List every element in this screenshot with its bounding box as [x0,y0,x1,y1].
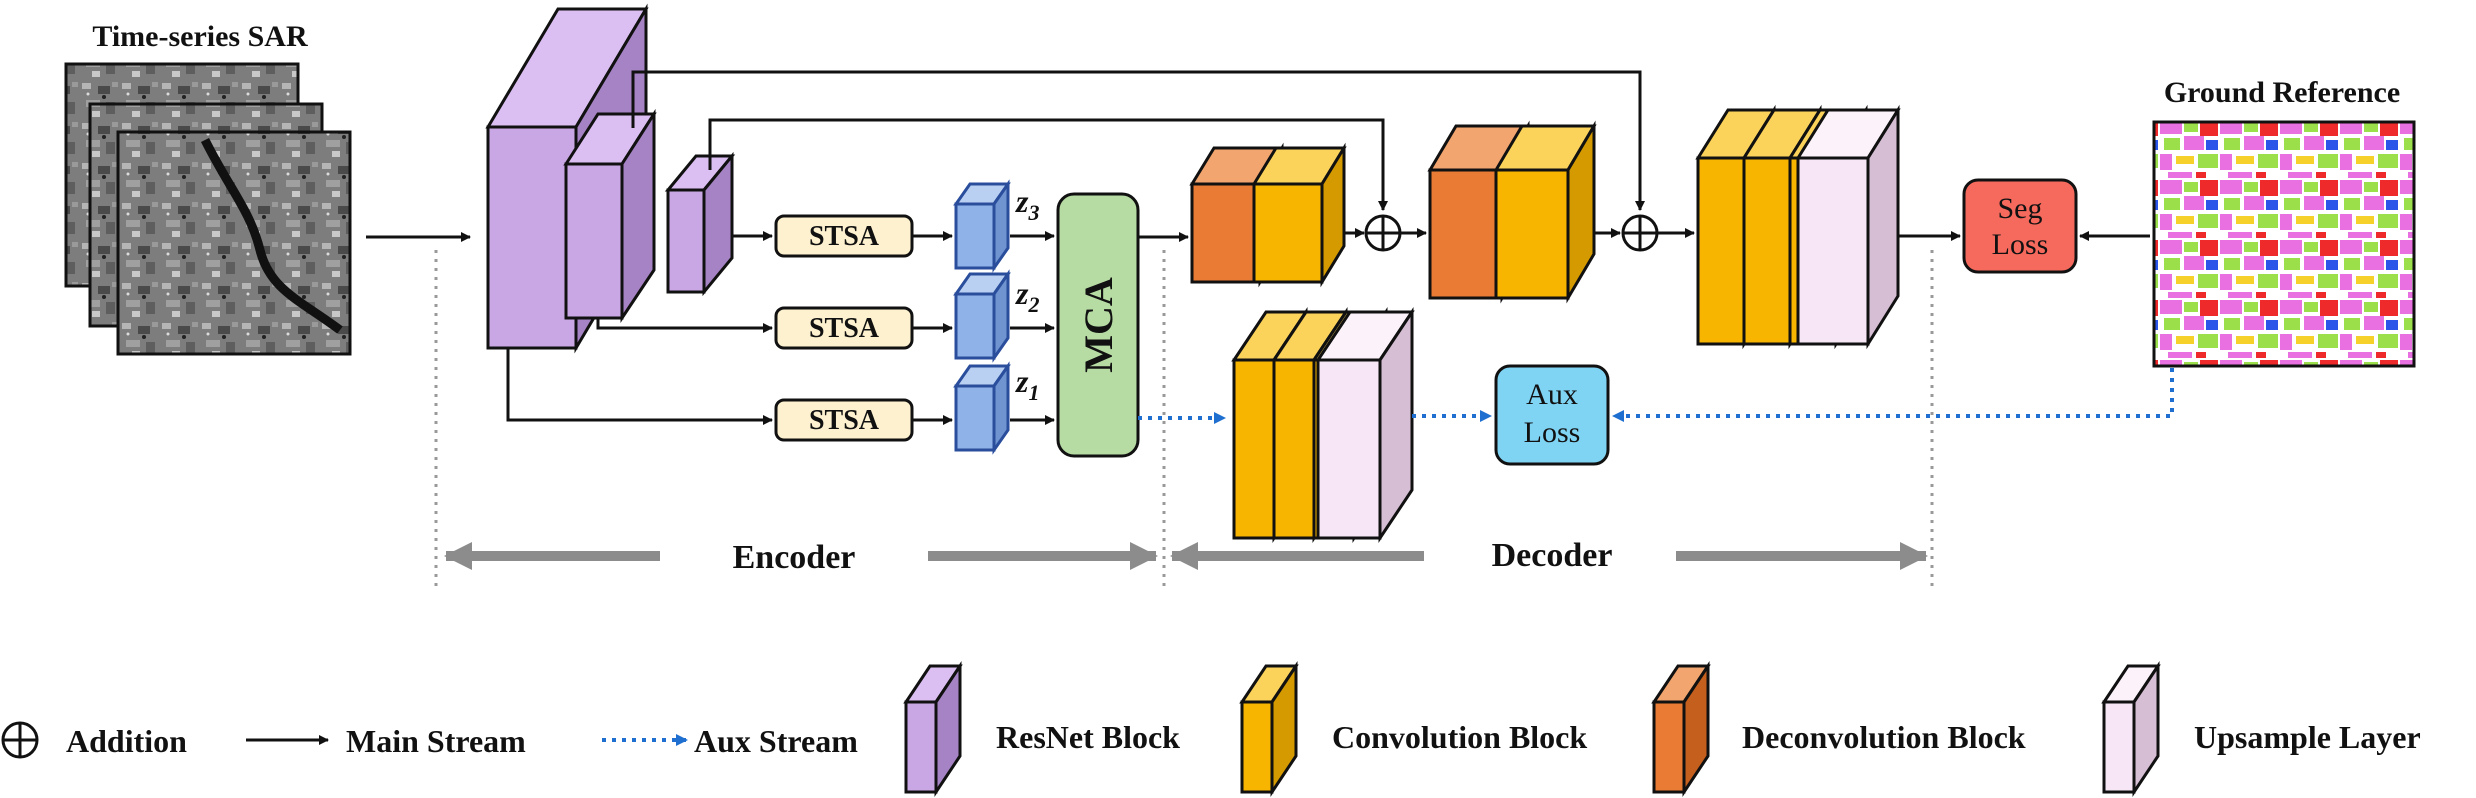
legend-addition: Addition [66,723,187,759]
legend-deconv-icon [1651,661,1711,797]
arrow-to-stsa-1 [506,348,773,425]
legend-main-stream: Main Stream [346,723,526,759]
mca-module: MCA [1056,192,1140,458]
z2-feature [953,269,1011,363]
z3-label: z3 [1015,183,1039,225]
addition-node-2 [1621,214,1659,252]
decoder-label: Decoder [1492,537,1613,574]
legend-resnet: ResNet Block [996,719,1180,755]
ground-reference-map [2152,120,2416,368]
z1-feature [953,361,1011,455]
seg-loss-box: Seg Loss [1962,178,2078,274]
ground-reference-title: Ground Reference [2164,76,2400,109]
stsa-module-1: STSA [774,398,914,442]
conv-block-1 [1251,142,1347,288]
aux-loss-line1: Aux [1526,378,1578,411]
encoder-label: Encoder [733,539,856,576]
legend-deconv: Deconvolution Block [1742,719,2026,755]
skip-connection-inner [708,118,1388,211]
resnet-block-2 [563,108,657,323]
legend-resnet-icon [903,661,963,797]
stsa-module-2: STSA [774,306,914,350]
seg-loss-line2: Loss [1992,228,2049,261]
seg-loss-line1: Seg [1998,192,2043,225]
addition-node-1 [1364,214,1402,252]
stsa-module-3: STSA [774,214,914,258]
z2-label: z2 [1015,275,1039,317]
legend-conv-icon [1239,661,1299,797]
legend-addition-icon [1,721,39,759]
stsa-label: STSA [809,405,880,436]
legend-upsample-icon [2101,661,2161,797]
aux-arrow-gt-to-loss [1612,368,2174,422]
legend: Addition Main Stream Aux Stream ResNet B… [1,661,2421,797]
stsa-label: STSA [809,221,880,252]
legend-conv: Convolution Block [1332,719,1587,755]
upsample-layer-main [1795,104,1901,350]
legend-aux-stream: Aux Stream [694,723,858,759]
legend-upsample: Upsample Layer [2194,719,2421,755]
conv-block-2 [1493,120,1597,304]
resnet-block-3 [664,151,736,297]
sar-title: Time-series SAR [92,20,308,53]
skip-connection-outer [631,70,1645,211]
arrow-to-stsa-2 [596,318,773,333]
mca-label: MCA [1076,277,1121,373]
z1-label: z1 [1015,363,1039,405]
sar-image-stack [64,62,352,356]
aux-upsample-layer [1315,307,1415,543]
aux-loss-line2: Loss [1524,416,1581,449]
aux-loss-box: Aux Loss [1494,364,1610,466]
z3-feature [953,179,1011,273]
stsa-label: STSA [809,313,880,344]
